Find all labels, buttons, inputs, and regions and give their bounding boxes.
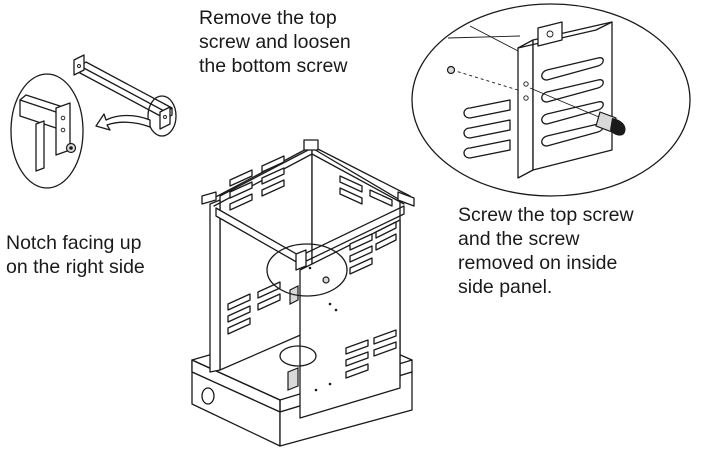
caption-remove-screws: Remove the top screw and loosen the bott… bbox=[199, 6, 351, 78]
caster-wheel bbox=[201, 387, 215, 405]
curved-arrow-icon bbox=[95, 113, 151, 131]
notch-detail-view bbox=[10, 73, 84, 189]
screw-icon bbox=[322, 276, 330, 284]
caption-line: side panel. bbox=[458, 276, 553, 298]
caption-line: removed on inside bbox=[458, 252, 618, 274]
crossbar-illustration bbox=[73, 54, 177, 137]
side-panel-detail-view bbox=[411, 3, 691, 197]
caption-line: screw and loosen bbox=[199, 31, 351, 53]
caption-line: Remove the top bbox=[199, 7, 337, 29]
center-detail-circle bbox=[266, 243, 348, 297]
caption-line: and the screw bbox=[458, 228, 580, 250]
caption-line: the bottom screw bbox=[199, 55, 348, 77]
cart-frame bbox=[191, 139, 415, 447]
caption-screw-top-screw: Screw the top screw and the screw remove… bbox=[458, 203, 634, 299]
caption-line: Notch facing up bbox=[6, 232, 142, 254]
caption-line: Screw the top screw bbox=[458, 204, 634, 226]
caption-line: on the right side bbox=[6, 256, 145, 278]
caption-notch-facing-up: Notch facing up on the right side bbox=[6, 231, 145, 279]
screw-icon bbox=[446, 65, 456, 75]
screw-icon bbox=[595, 111, 626, 136]
